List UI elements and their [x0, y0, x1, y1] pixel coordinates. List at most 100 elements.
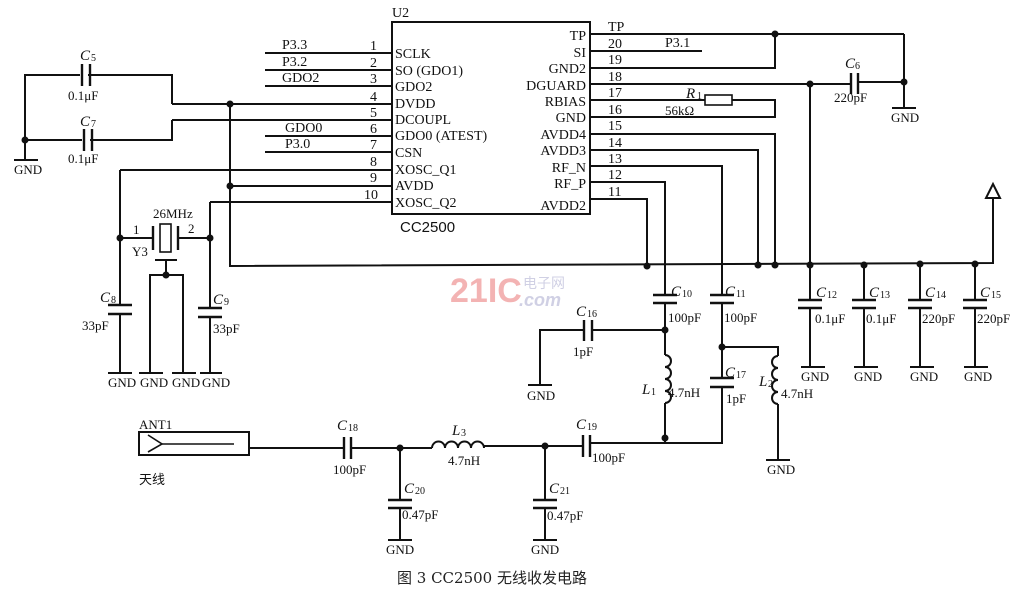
svg-text:220pF: 220pF	[834, 90, 867, 105]
gnd-symbol: GND	[891, 107, 919, 125]
wire	[664, 387, 723, 444]
chip-part: CC2500	[400, 219, 455, 236]
figure-caption: 图 3 CC2500 无线收发电路	[397, 569, 587, 587]
left-pins: 1 2 3 4 5 6 7 8 9 10 SCLK SO (GDO1) GDO2…	[120, 38, 487, 211]
capacitor-c21: C 21 0.47pF GND	[531, 446, 583, 557]
pin-name: SI	[574, 46, 587, 61]
net-label: GDO0	[285, 121, 322, 136]
pin-15-wire	[590, 133, 776, 265]
svg-text:C: C	[869, 285, 880, 301]
junction	[771, 261, 779, 269]
gnd-symbol: GND	[108, 372, 136, 390]
pin-name: AVDD	[395, 179, 434, 194]
gnd-symbol: GND	[14, 159, 42, 177]
svg-text:L: L	[451, 423, 460, 439]
svg-text:100pF: 100pF	[592, 450, 625, 465]
svg-text:C: C	[725, 284, 736, 300]
svg-text:GND: GND	[910, 369, 938, 384]
wire	[539, 329, 583, 385]
pin-num: 16	[608, 103, 622, 118]
svg-text:1pF: 1pF	[573, 344, 593, 359]
capacitor-c17: C 17 1pF	[710, 365, 746, 406]
pin-num: 5	[370, 106, 377, 121]
svg-text:100pF: 100pF	[333, 462, 366, 477]
svg-text:33pF: 33pF	[213, 321, 240, 336]
svg-text:14: 14	[936, 290, 946, 301]
pin-name: DGUARD	[526, 79, 586, 94]
capacitor-c9: C 9 33pF	[198, 292, 240, 336]
svg-text:GND: GND	[531, 542, 559, 557]
svg-text:220pF: 220pF	[977, 311, 1010, 326]
svg-text:GND: GND	[891, 110, 919, 125]
svg-text:7: 7	[91, 119, 96, 130]
resistor-r1: R 1 56kΩ	[665, 86, 733, 118]
svg-text:GND: GND	[964, 369, 992, 384]
pin-num: TP	[608, 20, 625, 35]
vcc-arrow-icon	[984, 181, 1002, 199]
svg-text:C: C	[337, 418, 348, 434]
pin-num: 18	[608, 70, 622, 85]
svg-text:C: C	[80, 48, 91, 64]
svg-text:GND: GND	[140, 375, 168, 390]
svg-text:C: C	[845, 56, 856, 72]
capacitor-c14: C 14 220pF GND	[908, 264, 955, 384]
pin-12-wire	[590, 181, 666, 295]
pin-name: XOSC_Q2	[395, 196, 456, 211]
antenna-ant1[interactable]: ANT1 天线	[138, 417, 250, 487]
capacitor-c19: C 19 100pF	[576, 417, 625, 465]
pin-num: 8	[370, 155, 377, 170]
inductor-l1: L 1 4.7nH	[641, 354, 700, 404]
watermark: 21IC 电子网 .com	[450, 272, 565, 310]
pin-name: SO (GDO1)	[395, 64, 463, 79]
wire	[90, 120, 173, 141]
pin-num: 6	[370, 122, 377, 137]
svg-text:1: 1	[697, 91, 702, 102]
pin-16-wire	[590, 99, 776, 118]
right-pins: TP 20 19 18 17 16 15 14 13 12 11 TP SI G…	[526, 20, 904, 295]
wire	[24, 74, 80, 140]
pin-name: AVDD4	[540, 128, 586, 143]
svg-text:GND: GND	[801, 369, 829, 384]
pin-num: 11	[608, 185, 621, 200]
svg-text:C: C	[100, 290, 111, 306]
pin-num: 20	[608, 37, 622, 52]
svg-text:4.7nH: 4.7nH	[668, 385, 700, 400]
junction	[226, 182, 234, 190]
pin-name: DVDD	[395, 97, 435, 112]
svg-text:220pF: 220pF	[922, 311, 955, 326]
svg-text:26MHz: 26MHz	[153, 206, 193, 221]
svg-text:5: 5	[91, 53, 96, 64]
svg-text:9: 9	[224, 297, 229, 308]
pin-name: TP	[570, 29, 587, 44]
wire	[149, 274, 184, 373]
pin-name: DCOUPL	[395, 113, 451, 128]
svg-text:天线: 天线	[139, 472, 165, 487]
pin-num: 3	[370, 72, 377, 87]
svg-text:C: C	[549, 481, 560, 497]
svg-text:100pF: 100pF	[668, 310, 701, 325]
svg-text:GND: GND	[172, 375, 200, 390]
capacitor-c6: C 6 220pF	[834, 56, 867, 105]
pin-num: 13	[608, 152, 622, 167]
svg-text:10: 10	[682, 289, 692, 300]
pin-name: RBIAS	[545, 95, 586, 110]
svg-text:13: 13	[880, 290, 890, 301]
svg-text:17: 17	[736, 370, 746, 381]
capacitor-c12: C 12 0.1μF GND	[798, 265, 845, 384]
svg-text:0.1μF: 0.1μF	[68, 151, 98, 166]
svg-text:GND: GND	[767, 462, 795, 477]
svg-text:C: C	[80, 114, 91, 130]
svg-text:11: 11	[736, 289, 746, 300]
pin-name: GDO0 (ATEST)	[395, 129, 487, 144]
inductor-l3: L 3 4.7nH	[431, 423, 485, 468]
svg-text:15: 15	[991, 290, 1001, 301]
svg-text:C: C	[576, 304, 587, 320]
svg-text:21: 21	[560, 486, 570, 497]
capacitor-c20: C 20 0.47pF GND	[386, 448, 438, 557]
svg-text:GND: GND	[527, 388, 555, 403]
net-label: P3.1	[665, 36, 690, 51]
svg-text:C: C	[213, 292, 224, 308]
capacitor-c5: C 5 0.1μF	[68, 48, 98, 103]
pin-num: 2	[370, 56, 377, 71]
